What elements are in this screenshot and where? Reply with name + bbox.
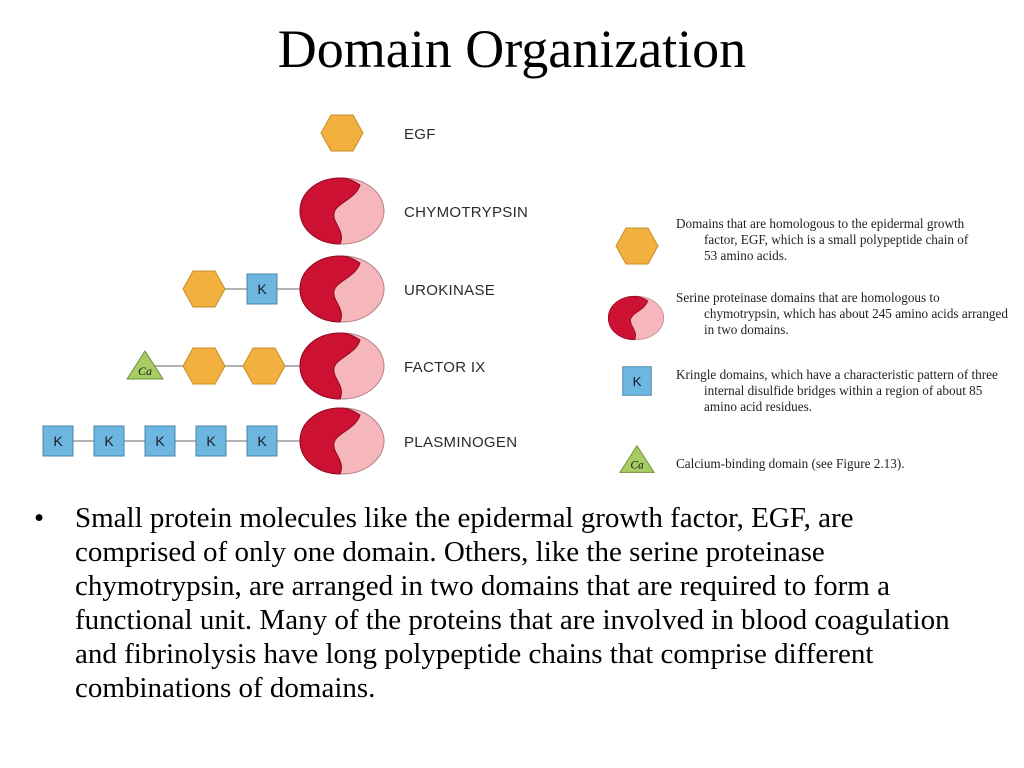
legend-text-egf: Domains that are homologous to the epide… bbox=[676, 216, 969, 263]
kringle-domain-icon: K bbox=[246, 425, 278, 457]
kringle-label: K bbox=[155, 433, 165, 449]
calcium-binding-domain-icon: Ca bbox=[619, 444, 655, 473]
serine-proteinase-domain-icon bbox=[607, 295, 665, 341]
bullet-text: Small protein molecules like the epiderm… bbox=[75, 502, 950, 704]
egf-domain-icon bbox=[242, 347, 286, 385]
kringle-domain-icon: K bbox=[195, 425, 227, 457]
egf-domain-icon bbox=[182, 347, 226, 385]
protein-row-plasminogen: K K K K K PLASMINOGEN bbox=[42, 407, 517, 475]
protein-row-chymotrypsin: CHYMOTRYPSIN bbox=[299, 177, 528, 245]
kringle-label: K bbox=[257, 281, 267, 297]
kringle-domain-icon: K bbox=[246, 273, 278, 305]
protein-label: EGF bbox=[404, 126, 436, 143]
kringle-label: K bbox=[104, 433, 114, 449]
protein-row-urokinase: K UROKINASE bbox=[182, 255, 495, 323]
protein-label: FACTOR IX bbox=[404, 359, 486, 376]
calcium-label: Ca bbox=[138, 364, 152, 378]
egf-domain-icon bbox=[182, 270, 226, 308]
kringle-label: K bbox=[633, 374, 642, 389]
egf-domain-icon bbox=[615, 227, 659, 265]
calcium-label: Ca bbox=[630, 460, 644, 472]
serine-proteinase-domain-icon bbox=[299, 407, 385, 475]
protein-row-factor-ix: Ca FACTOR IX bbox=[126, 332, 486, 400]
legend-text-kringle: Kringle domains, which have a characteri… bbox=[676, 367, 998, 414]
protein-label: UROKINASE bbox=[404, 282, 495, 299]
kringle-domain-icon: K bbox=[42, 425, 74, 457]
serine-proteinase-domain-icon bbox=[299, 177, 385, 245]
kringle-domain-icon: K bbox=[144, 425, 176, 457]
legend-text-serine-proteinase: Serine proteinase domains that are homol… bbox=[676, 290, 1008, 337]
calcium-binding-domain-icon: Ca bbox=[126, 350, 164, 380]
serine-proteinase-domain-icon bbox=[299, 255, 385, 323]
bullet-marker: • bbox=[34, 502, 45, 534]
kringle-label: K bbox=[257, 433, 267, 449]
serine-proteinase-domain-icon bbox=[299, 332, 385, 400]
kringle-label: K bbox=[53, 433, 63, 449]
egf-domain-icon bbox=[320, 114, 364, 152]
legend-icons: K Ca bbox=[607, 227, 665, 473]
kringle-domain-icon: K bbox=[622, 366, 652, 396]
legend-text-calcium-binding: Calcium-binding domain (see Figure 2.13)… bbox=[676, 456, 905, 471]
kringle-domain-icon: K bbox=[93, 425, 125, 457]
protein-label: PLASMINOGEN bbox=[404, 434, 517, 451]
kringle-label: K bbox=[206, 433, 216, 449]
protein-row-egf: EGF bbox=[320, 114, 436, 152]
protein-label: CHYMOTRYPSIN bbox=[404, 204, 528, 221]
slide-title: Domain Organization bbox=[277, 19, 747, 79]
